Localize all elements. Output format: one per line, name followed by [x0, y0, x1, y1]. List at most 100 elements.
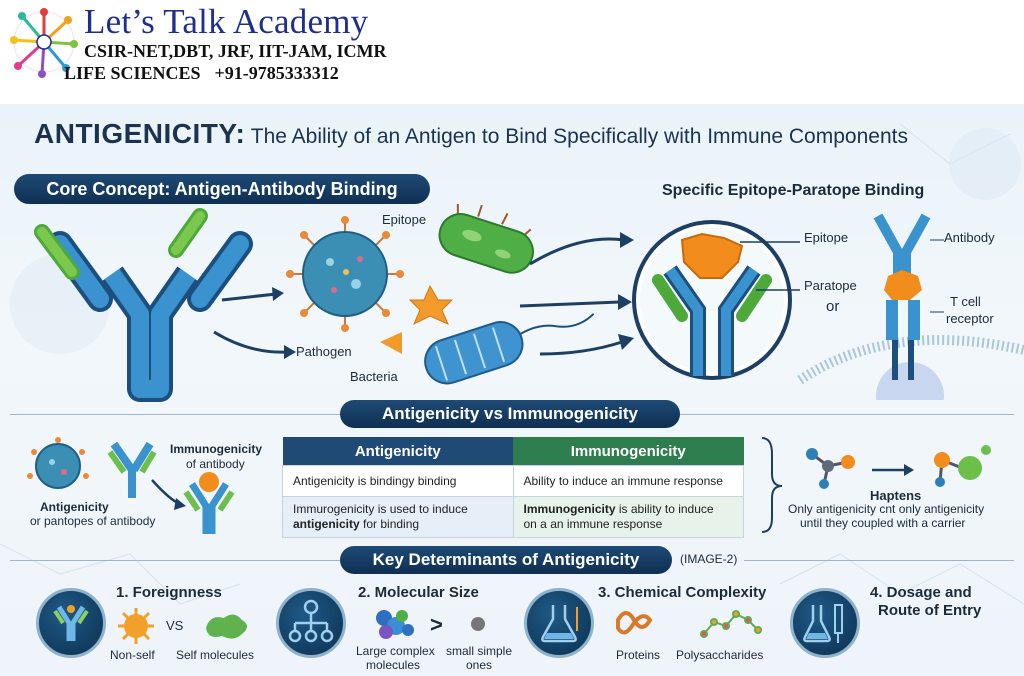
brand-phone: +91-9785333312: [214, 63, 339, 83]
protein-icon: [616, 611, 653, 635]
specific-binding-illustration: [632, 213, 1024, 400]
small-label-1: small simple: [446, 644, 513, 658]
epitope-zoom-icon: [680, 232, 744, 279]
table-cell-bold: Immunogenicity: [523, 502, 616, 516]
antibody-foreign-icon: [53, 605, 89, 641]
brace-icon: [761, 437, 783, 533]
hapten-carrier-icon: [934, 445, 991, 487]
bacteria-label: Bacteria: [350, 369, 398, 384]
self-molecule-icon: [206, 614, 247, 639]
vs-heading: Antigenicity vs Immunogenicity: [340, 400, 680, 428]
divider-left-2: [10, 560, 340, 561]
table-col-immunogenicity: Immunogenicity: [513, 437, 744, 466]
table-row: Antigenicity is bindingy binding Ability…: [282, 465, 744, 497]
haptens-line-2: until they coupled with a carrier: [800, 516, 966, 530]
hierarchy-icon: [288, 599, 334, 643]
table-cell: Ability to induce an immune response: [512, 465, 744, 497]
table-cell-text: Immurogenicity is used to induce: [293, 502, 468, 516]
polysaccharides-label: Polysaccharides: [676, 648, 764, 662]
comparison-table: Antigenicity Immunogenicity Antigenicity…: [282, 437, 744, 538]
antibody-epitope-icon: [183, 472, 235, 534]
paratope-label: Paratope: [804, 278, 857, 293]
table-cell: Antigenicity is bindingy binding: [282, 465, 514, 497]
brand-exams: CSIR-NET,DBT, JRF, IIT-JAM, ICMR: [84, 41, 387, 61]
determinants-heading: Key Determinants of Antigenicity: [340, 546, 672, 574]
divider-right: [680, 414, 1014, 415]
small-label-2: ones: [466, 658, 493, 672]
hapten-molecule-icon: [806, 448, 855, 489]
foreignness-title: 1. Foreignness: [116, 584, 222, 601]
table-cell: Immunogenicity is ability to induce on a…: [512, 496, 744, 538]
polysaccharide-icon: [700, 610, 762, 638]
antibody-icon: [34, 208, 253, 402]
table-cell-text: on a an immune response: [523, 517, 663, 531]
table-cell-text: is ability to induce: [618, 502, 714, 516]
foreignness-circle: [36, 588, 106, 658]
brand-subject: LIFE SCIENCES: [64, 63, 201, 83]
page-title: ANTIGENICITY: The Ability of an Antigen …: [34, 118, 908, 150]
antibody-zoom-icon: [652, 265, 772, 376]
divider-right-2: [744, 560, 1014, 561]
title-main: ANTIGENICITY:: [34, 118, 246, 149]
brand-subject-line: LIFE SCIENCES +91-9785333312: [64, 63, 339, 84]
antibody-vs-icon: [107, 441, 157, 498]
vs-left-label-bold: Antigenicity: [40, 500, 109, 514]
table-cell-text: for binding: [363, 517, 420, 531]
tcell-label-1: T cell: [950, 294, 981, 309]
epitope-small-icon: [884, 270, 922, 300]
antigen-triangle-icon: [380, 332, 402, 354]
vs-illustration: [27, 437, 235, 534]
green-bacterium-icon: [438, 204, 534, 274]
vs-foreign-label: VS: [166, 618, 184, 633]
large-label-1: Large complex: [356, 644, 435, 658]
foreignness-illustration: [118, 608, 247, 644]
table-cell-bold: antigenicity: [293, 517, 360, 531]
table-cell: Immurogenicity is used to induce antigen…: [282, 496, 514, 538]
title-sub: The Ability of an Antigen to Bind Specif…: [250, 125, 908, 148]
haptens-illustration: [761, 437, 991, 533]
core-concept-illustration: [34, 204, 634, 402]
blue-bacterium-icon: [424, 313, 595, 385]
brand-name: Let’s Talk Academy: [84, 2, 369, 41]
virus-small-icon: [27, 437, 89, 489]
antibody-label: Antibody: [944, 230, 995, 245]
epitope-label: Epitope: [382, 212, 427, 227]
table-header-row: Antigenicity Immunogenicity: [282, 437, 744, 466]
divider-left: [10, 414, 340, 415]
pathogen-label: Pathogen: [296, 344, 352, 359]
haptens-title: Haptens: [870, 488, 922, 503]
vs-left-label: or pantopes of antibody: [30, 514, 156, 528]
self-label: Self molecules: [176, 648, 255, 662]
large-label-2: molecules: [366, 658, 421, 672]
chemical-complexity-circle: [524, 588, 594, 658]
immuno-label-2: of antibody: [186, 457, 245, 471]
immuno-label-1: Immunogenicity: [170, 442, 263, 456]
core-concept-heading: Core Concept: Antigen-Antibody Binding: [14, 174, 430, 204]
chemical-complexity-title: 3. Chemical Complexity: [598, 584, 767, 601]
flask-icon: [541, 605, 578, 643]
infographic: ANTIGENICITY: The Ability of an Antigen …: [0, 104, 1024, 676]
proteins-label: Proteins: [616, 648, 661, 662]
tcell-label-2: receptor: [946, 311, 994, 326]
or-label: or: [826, 298, 840, 315]
molecular-size-circle: [276, 588, 346, 658]
dosage-title-1: 4. Dosage and: [870, 584, 972, 601]
dosage-circle: [790, 588, 860, 658]
haptens-line-1: Only antigenicity cnt only antigenicity: [788, 502, 985, 516]
small-molecule-icon: [471, 617, 485, 631]
greater-than-sign: >: [430, 612, 443, 637]
academy-logo-icon: [10, 8, 78, 78]
nonself-label: Non-self: [110, 648, 155, 662]
tcell-receptor-icon: [886, 300, 920, 380]
table-col-antigenicity: Antigenicity: [282, 437, 513, 466]
virus-icon: [286, 216, 404, 332]
chemical-complexity-illustration: [616, 610, 762, 638]
specific-epitope-label: Epitope: [804, 230, 849, 245]
dosage-title-2: Route of Entry: [878, 602, 982, 619]
dosage-icon: [803, 604, 843, 643]
specific-binding-heading: Specific Epitope-Paratope Binding: [662, 182, 925, 199]
image-tag: (IMAGE-2): [680, 552, 738, 566]
header: Let’s Talk Academy CSIR-NET,DBT, JRF, II…: [0, 0, 1024, 104]
nonself-icon: [118, 608, 154, 644]
large-molecule-icon: [376, 610, 414, 639]
